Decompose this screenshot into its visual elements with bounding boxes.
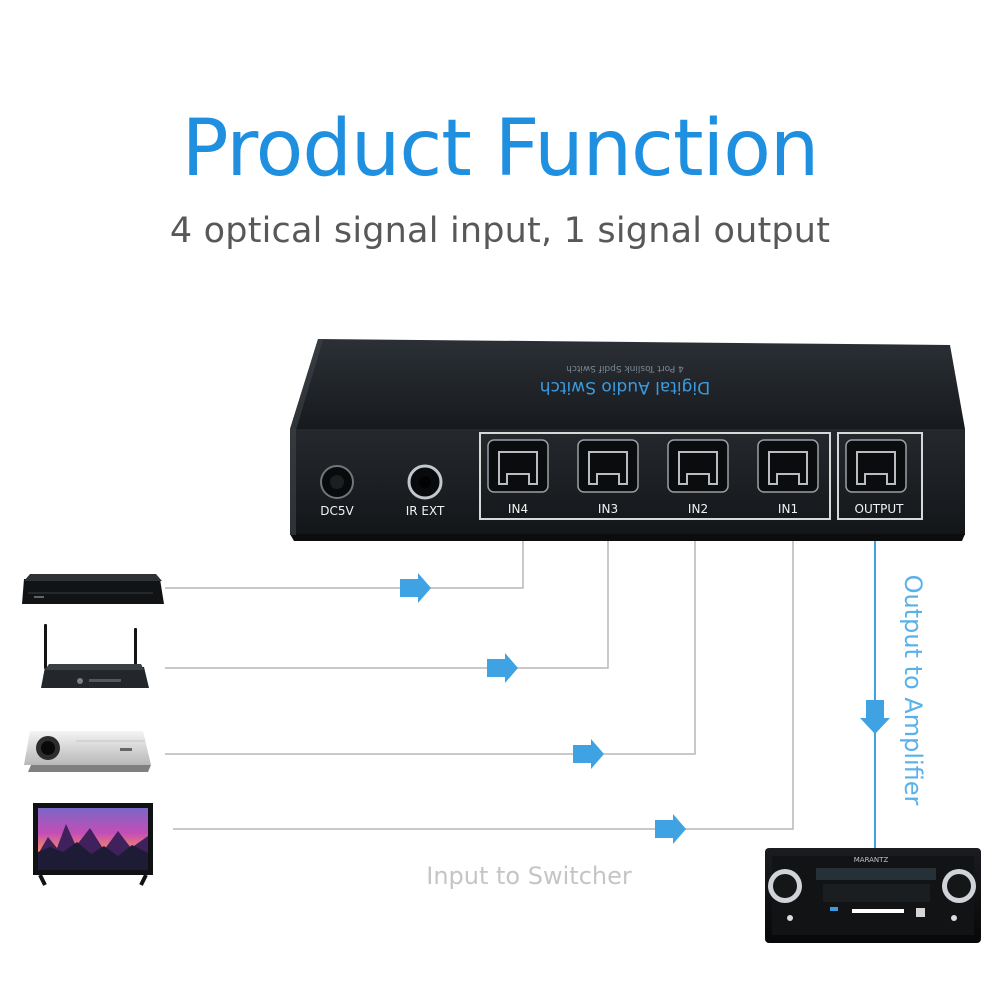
port-label-in3: IN3 — [598, 502, 618, 516]
port-label-output: OUTPUT — [855, 502, 905, 516]
arrow-right-in2 — [573, 739, 604, 769]
input-label: Input to Switcher — [426, 862, 632, 890]
connection-line-in1 — [173, 537, 794, 830]
port-label-in1: IN1 — [778, 502, 798, 516]
connection-line-in3 — [165, 537, 609, 669]
optical-port-in3 — [577, 439, 639, 493]
arrow-down-output — [860, 700, 890, 734]
optical-port-in1 — [757, 439, 819, 493]
output-label: Output to Amplifier — [899, 575, 927, 806]
device-top-small-label: 4 Port Toslink Spdif Switch — [566, 363, 684, 373]
tv-box-router-icon — [41, 624, 149, 688]
arrow-right-in1 — [655, 814, 686, 844]
optical-port-in4 — [487, 439, 549, 493]
arrow-right-in4 — [400, 573, 431, 603]
ir-ext-port — [407, 464, 443, 500]
connection-line-in2 — [165, 537, 696, 755]
receiver-brand: MARANTZ — [854, 856, 889, 864]
port-label-ir-ext: IR EXT — [406, 504, 445, 518]
optical-port-in2 — [667, 439, 729, 493]
port-label-in2: IN2 — [688, 502, 708, 516]
flow-arrows — [400, 573, 890, 844]
connection-line-in4 — [165, 537, 524, 589]
connection-lines — [165, 537, 876, 848]
port-label-in4: IN4 — [508, 502, 528, 516]
device-top-label: Digital Audio Switch — [540, 377, 710, 397]
audio-switch-device: Digital Audio Switch 4 Port Toslink Spdi… — [290, 339, 965, 541]
page-title: Product Function — [181, 104, 820, 194]
arrow-right-in3 — [487, 653, 518, 683]
optical-port-output — [845, 439, 907, 493]
television-icon — [33, 803, 153, 886]
dc5v-port — [320, 465, 354, 499]
port-label-dc5v: DC5V — [320, 504, 354, 518]
blu-ray-player-icon — [22, 574, 164, 604]
projector-icon — [24, 731, 151, 772]
av-receiver-icon: MARANTZ — [765, 848, 981, 943]
page-subtitle: 4 optical signal input, 1 signal output — [169, 211, 831, 251]
